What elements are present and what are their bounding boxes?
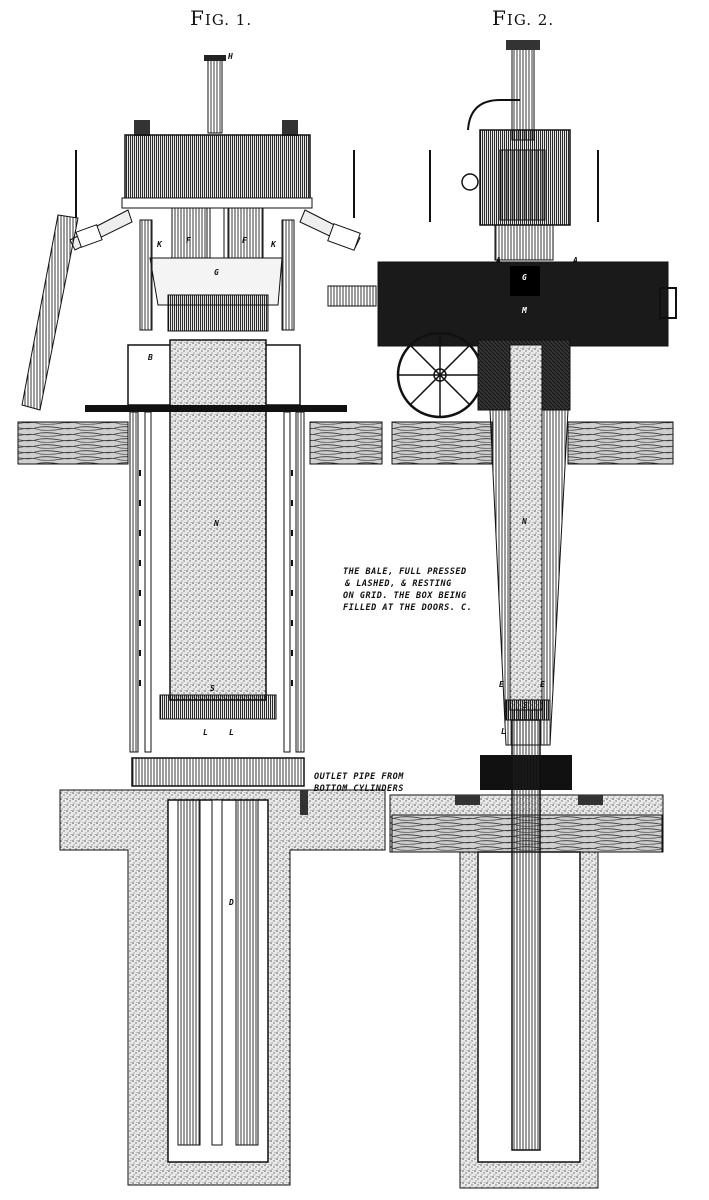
fig1-label-k-right: K [271,240,276,249]
figure-1-title: FIG. 1. [190,6,253,30]
fig1-label-l-left: L [203,728,208,737]
fig2-label-m: M [522,306,527,315]
figure-2-drawing [327,40,677,1189]
fig2-label-a-left: A [496,256,501,265]
outlet-caption-line: OUTLET PIPE FROM [314,772,404,782]
fig2-label-a-right: A [573,256,578,265]
fig1-label-l-right: L [229,728,234,737]
fig1-label-d-pit: D [229,898,234,907]
figure-2-title: FIG. 2. [492,6,555,30]
fig1-label-n: N [214,519,219,528]
fig1-label-f-left: F [186,236,191,245]
fig2-label-l: L [501,727,506,736]
fig1-label-k-left: K [157,240,162,249]
fig1-label-f-right: F [242,236,247,245]
bale-caption-line: & LASHED, & RESTING [345,579,452,589]
fig1-label-g: G [214,268,219,277]
fig1-label-b: B [148,353,153,362]
outlet-caption-line: BOTTOM CYLINDERS [314,784,404,794]
fig2-label-s: S [523,701,528,710]
bale-caption-line: FILLED AT THE DOORS. C. [343,603,473,613]
bale-caption: THE BALE, FULL PRESSED & LASHED, & RESTIN… [343,566,472,614]
fig2-label-g: G [522,273,527,282]
fig1-label-s: S [210,684,215,693]
fig1-label-h: H [228,52,233,61]
figure-1-drawing [17,55,386,1186]
bale-caption-line: ON GRID. THE BOX BEING [343,591,467,601]
fig2-label-n: N [522,517,527,526]
fig2-label-e-left: E [499,680,504,689]
outlet-pipe-caption: OUTLET PIPE FROM BOTTOM CYLINDERS [314,771,404,795]
fig2-label-e-right: E [540,680,545,689]
fig1-label-d-right: D [341,405,346,414]
bale-caption-line: THE BALE, FULL PRESSED [343,567,467,577]
fig1-label-d-left: D [88,405,93,414]
